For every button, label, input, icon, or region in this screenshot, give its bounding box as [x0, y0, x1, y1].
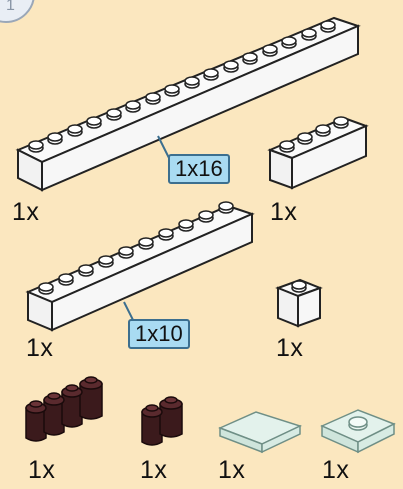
qty-brick-1x16: 1x	[12, 198, 40, 226]
plate-2x2-jumper	[320, 409, 396, 454]
brick-1x4	[267, 116, 369, 190]
brick-1x10	[25, 201, 255, 332]
step-badge-number: 1	[6, 0, 15, 14]
size-callout-1x10: 1x10	[128, 319, 190, 349]
round-brick-1x4	[25, 376, 103, 442]
brick-1x16	[15, 16, 361, 192]
step-badge: 1	[0, 0, 35, 23]
brick-1x1	[275, 278, 323, 328]
tile-2x2	[218, 411, 303, 454]
qty-brick-1x1: 1x	[276, 334, 304, 362]
qty-round-brick-1x4: 1x	[28, 456, 56, 484]
qty-brick-1x10: 1x	[26, 334, 54, 362]
qty-tile-2x2: 1x	[218, 456, 246, 484]
round-brick-1x2	[141, 396, 183, 446]
size-callout-1x16: 1x16	[168, 154, 230, 184]
qty-round-brick-1x2: 1x	[140, 456, 168, 484]
qty-brick-1x4: 1x	[270, 198, 298, 226]
qty-plate-2x2-jumper: 1x	[322, 456, 350, 484]
